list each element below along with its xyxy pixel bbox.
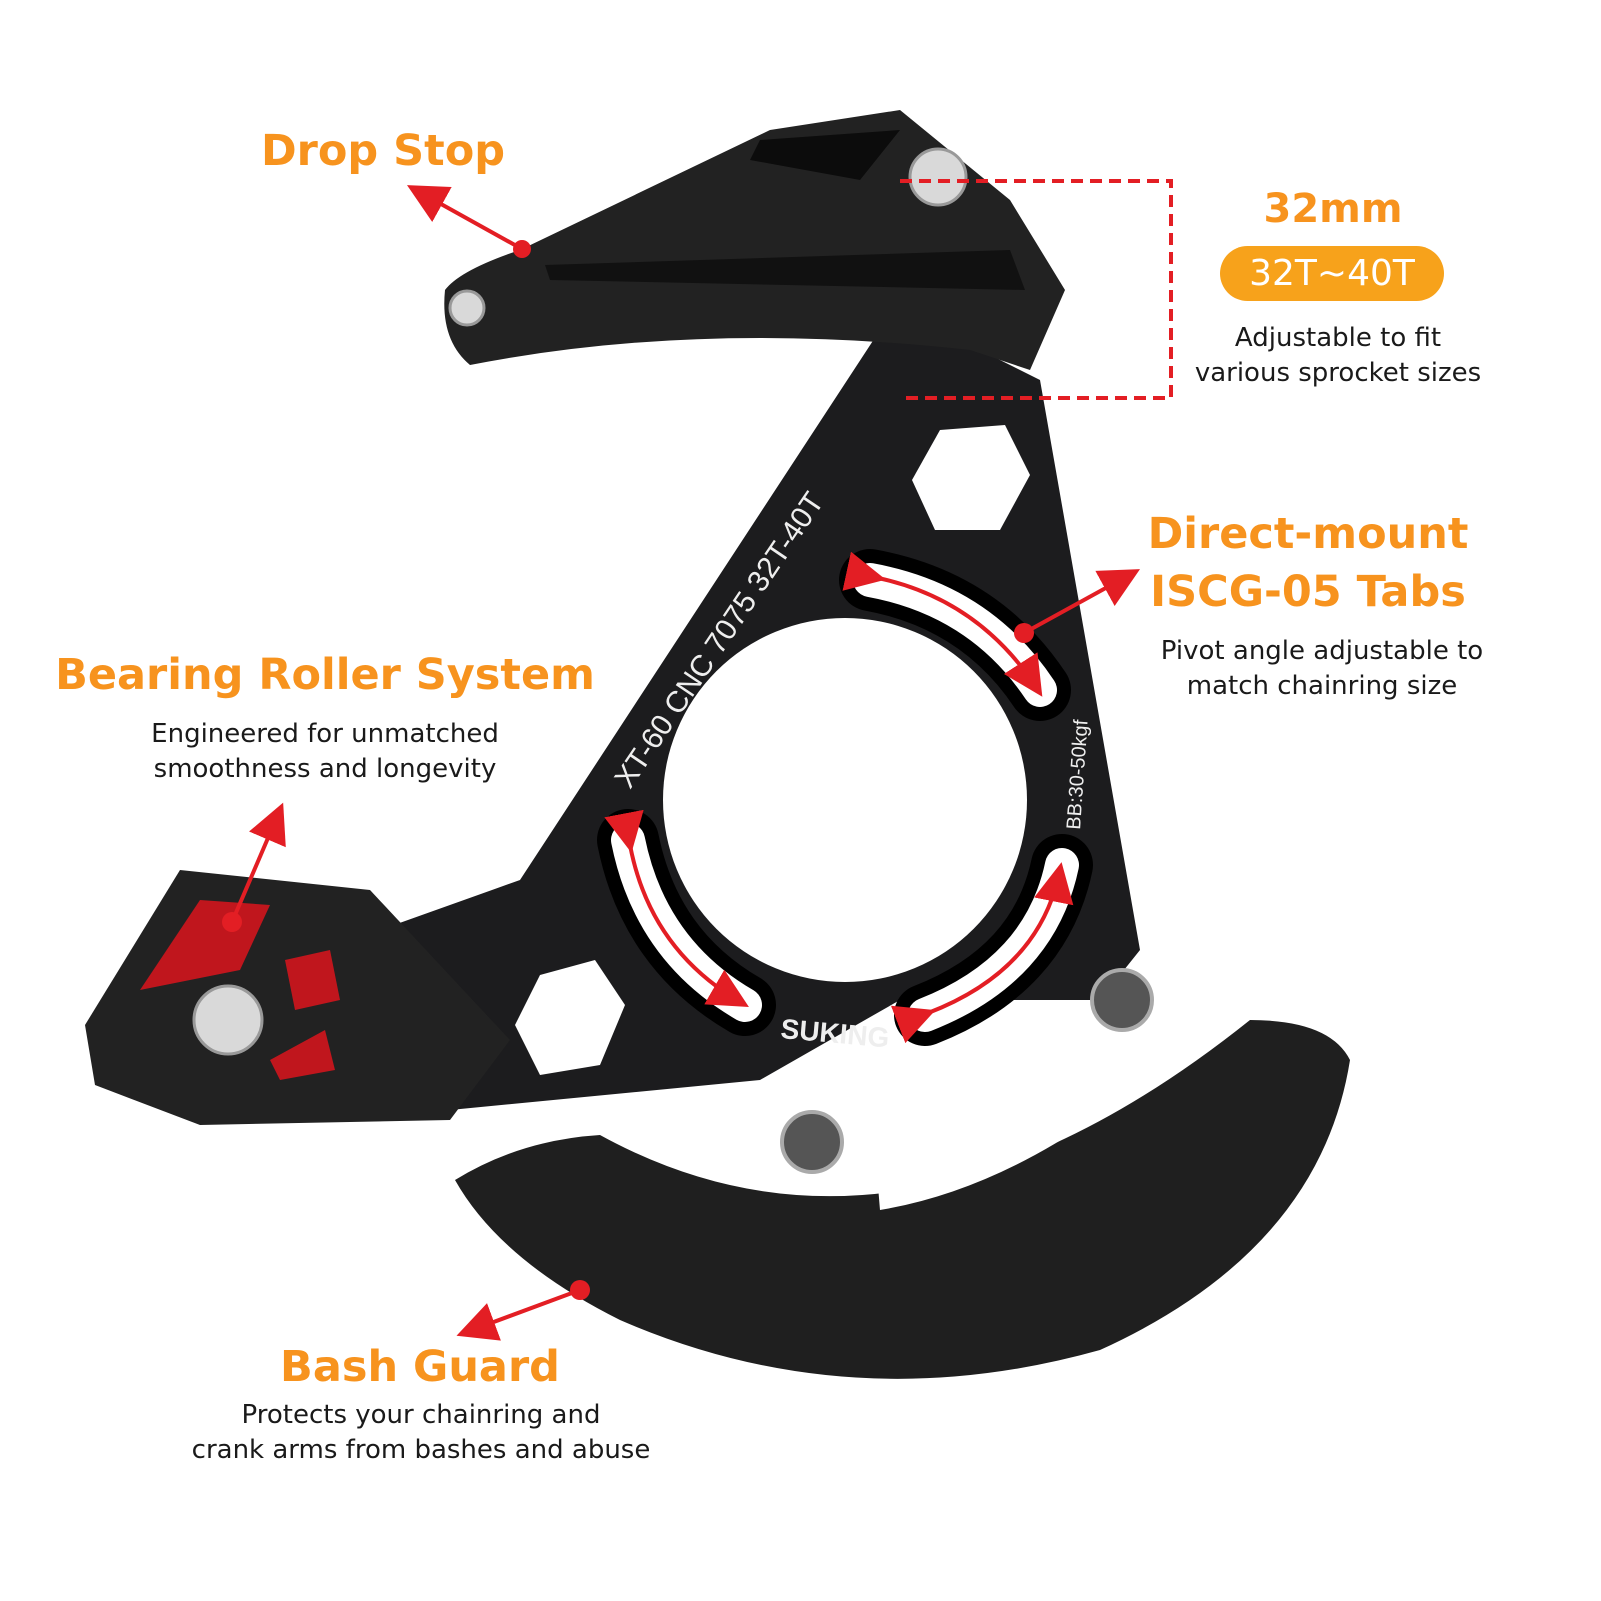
bolt [780,1110,844,1174]
hex-cutout [515,960,625,1075]
bearing-desc: Engineered for unmatched smoothness and … [151,717,499,787]
bolt [192,984,264,1056]
bash-guard-title: Bash Guard [280,1342,560,1392]
desc-line: Protects your chainring and [241,1400,601,1430]
bolt [908,147,968,207]
hex-cutout [912,425,1030,530]
desc-line: various sprocket sizes [1194,358,1482,388]
pointer-bearing [222,802,286,932]
drop-stop [444,110,1065,370]
chain-size-title: 32mm [1263,186,1403,232]
bash-guard-desc: Protects your chainring and crank arms f… [192,1398,651,1468]
chain-size-badge: 32T~40T [1220,246,1444,301]
direct-mount-title: Direct-mount ISCG-05 Tabs [1148,505,1469,621]
desc-line: Engineered for unmatched [151,719,499,749]
pointer-drop-stop [407,185,531,258]
title-line: ISCG-05 Tabs [1150,567,1466,617]
dimension-bracket [900,179,1173,400]
drop-stop-title: Drop Stop [260,126,506,176]
bolt [448,289,486,327]
desc-line: match chainring size [1186,671,1458,701]
desc-line: smoothness and longevity [153,754,497,784]
title-line: Direct-mount [1147,509,1469,559]
bolt [1090,968,1154,1032]
direct-mount-desc: Pivot angle adjustable to match chainrin… [1161,634,1483,704]
desc-line: Pivot angle adjustable to [1160,636,1484,666]
chain-size-desc: Adjustable to fit various sprocket sizes [1195,321,1481,391]
pointer-direct-mount [1014,569,1141,643]
bearing-title: Bearing Roller System [55,650,595,700]
pointer-bash-guard [456,1280,590,1341]
desc-line: crank arms from bashes and abuse [191,1435,651,1465]
desc-line: Adjustable to fit [1234,323,1442,353]
